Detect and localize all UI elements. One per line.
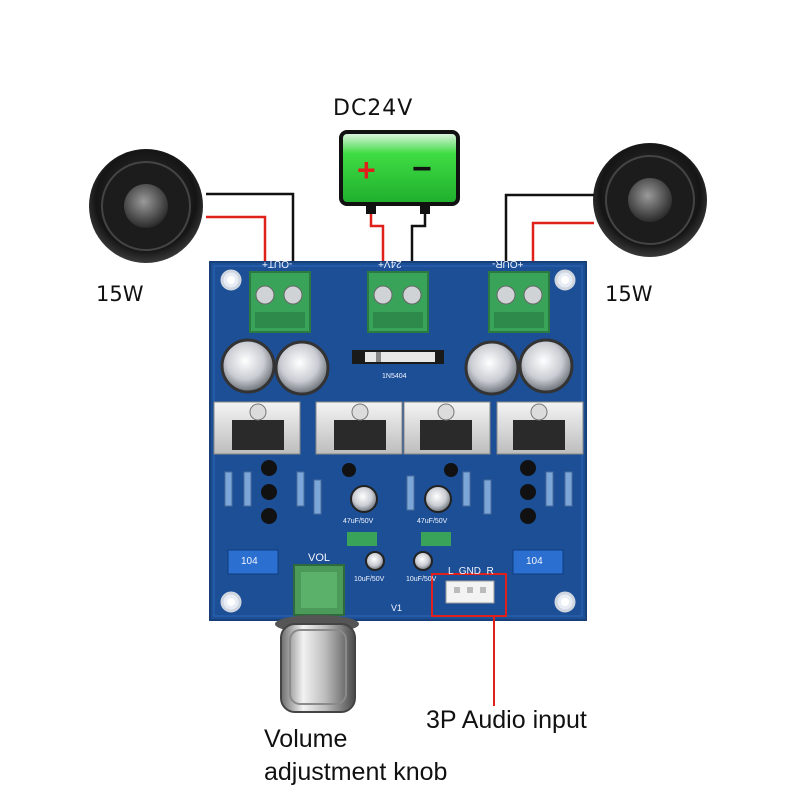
speaker-right [593, 143, 707, 257]
battery-icon [339, 130, 460, 214]
audio-input-label: 3P Audio input [426, 706, 587, 734]
terminal-left-output [249, 271, 311, 333]
terminal-right-output [488, 271, 550, 333]
board-cap-10-left: 10uF/50V [354, 576, 385, 583]
board-vol-label: VOL [308, 552, 331, 564]
volume-knob-label-line2: adjustment knob [264, 758, 448, 786]
amplifier-board [209, 261, 587, 621]
board-out-right-label: +OUR- [492, 258, 524, 269]
board-cap-47-left: 47uF/50V [343, 518, 374, 525]
volume-knob-label: Volume adjustment knob [264, 723, 447, 789]
board-cap-10-right: 10uF/50V [406, 576, 437, 583]
board-out-left-label: -OUT+ [262, 258, 293, 269]
speaker-left [89, 149, 203, 263]
power-supply-label: DC24V [333, 96, 414, 121]
left-speaker-power-label: 15W [96, 282, 144, 306]
board-power-in-label: 24V+ [378, 258, 402, 269]
volume-knob-label-line1: Volume [264, 725, 348, 753]
battery-minus-sign: − [412, 150, 432, 188]
board-cap-47-right: 47uF/50V [417, 518, 448, 525]
board-version-label: V1 [391, 603, 403, 613]
audio-input-highlight [431, 573, 507, 706]
terminal-power-input [367, 271, 429, 333]
board-trimmer-right: 104 [526, 556, 543, 567]
right-speaker-power-label: 15W [605, 282, 653, 306]
volume-knob-icon [275, 615, 359, 713]
board-trimmer-left: 104 [241, 556, 258, 567]
board-input-pins-label: L GND R [448, 566, 494, 577]
battery-plus-sign: + [357, 152, 376, 188]
board-diode-label: 1N5404 [382, 373, 407, 380]
